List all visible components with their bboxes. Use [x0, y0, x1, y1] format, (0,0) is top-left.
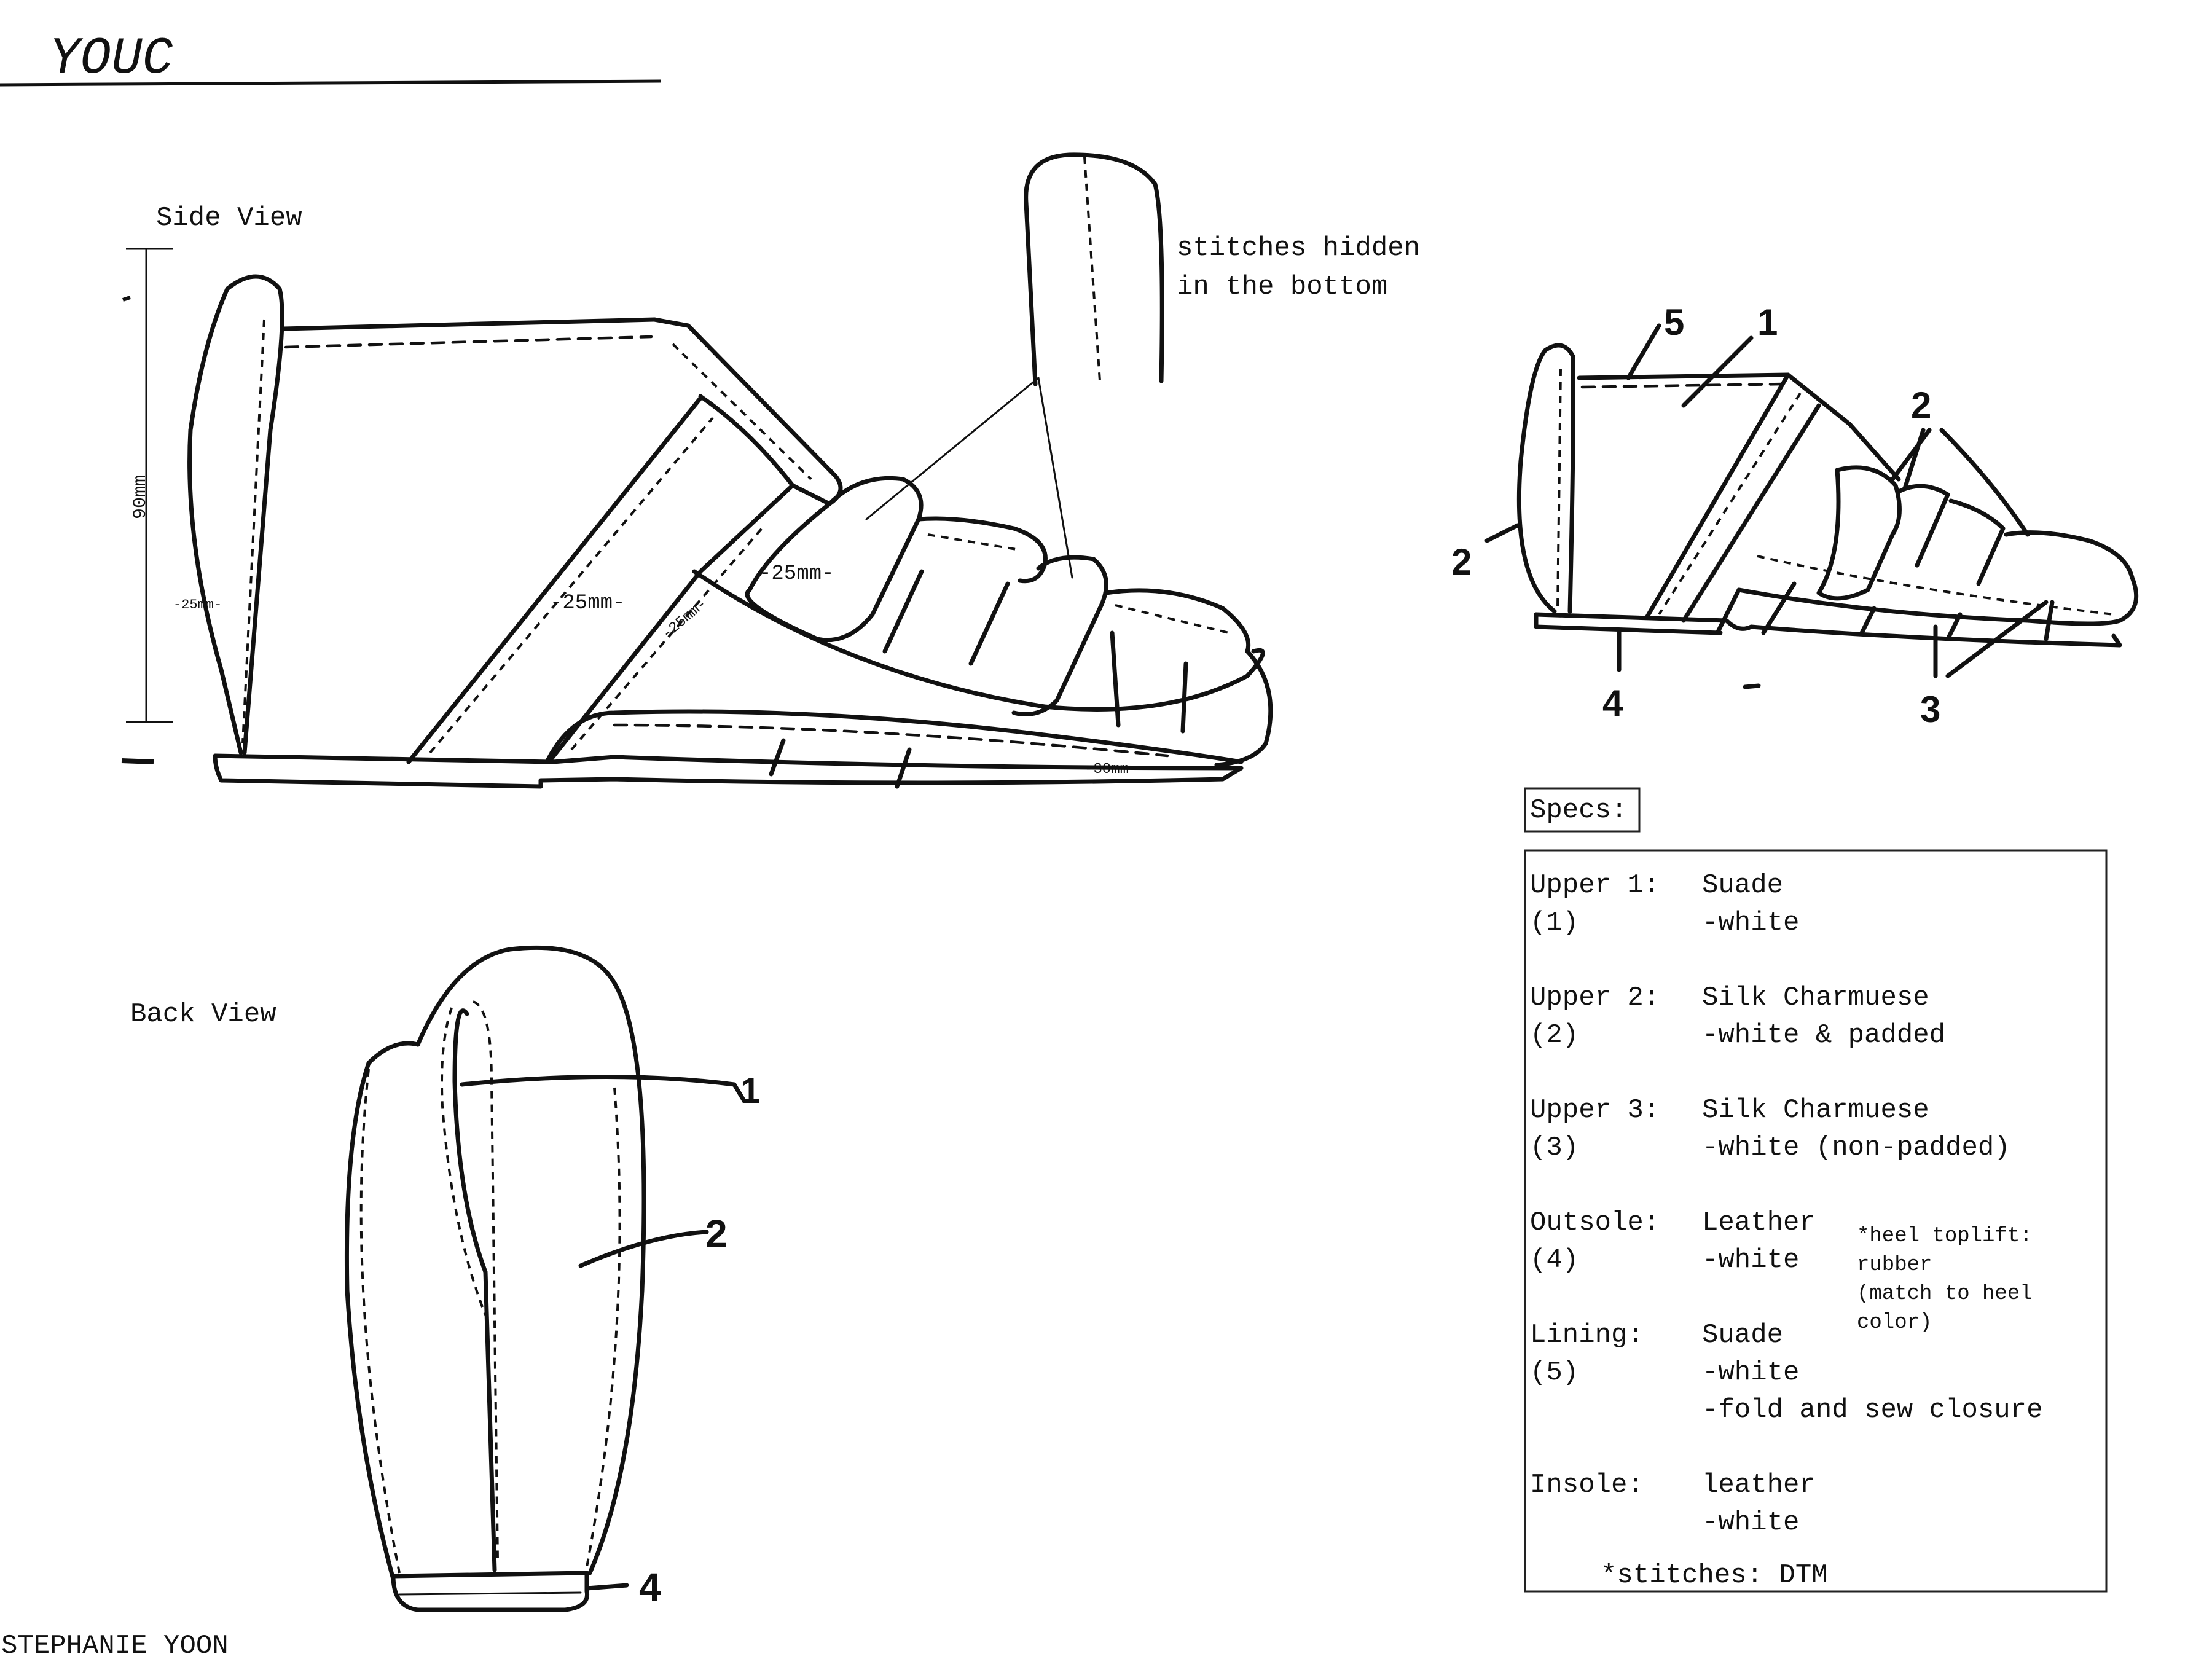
spec-detail: -white & padded — [1702, 1020, 1945, 1051]
spec-num: (4) — [1530, 1245, 1579, 1276]
spec-material: Suade — [1702, 870, 1783, 901]
side-view-drawing: 90mm -25mm- -25mm- -25mm- -25mm- — [121, 248, 1273, 789]
num-callout-1: 1 — [1757, 302, 1778, 343]
specs-list: Upper 1: Suade (1) -white Upper 2: Silk … — [1530, 870, 2043, 1591]
spec-num: (5) — [1530, 1357, 1579, 1388]
stitch-detail: stitches hidden in the bottom — [865, 152, 1420, 579]
num-callout-2a: 2 — [1911, 385, 1931, 426]
spec-material: Suade — [1702, 1320, 1783, 1351]
spec-material: leather — [1702, 1470, 1816, 1500]
spec-detail: -white — [1702, 908, 1799, 938]
heel-note-line: color) — [1857, 1311, 1932, 1335]
spec-name: Upper 3: — [1530, 1095, 1660, 1126]
heel-note-line: *heel toplift: — [1857, 1225, 2033, 1248]
spec-detail: -white — [1702, 1245, 1799, 1276]
specs-label-box — [1524, 787, 1641, 833]
spec-name: Insole: — [1530, 1470, 1644, 1500]
spec-name: Lining: — [1530, 1320, 1644, 1351]
stitch-note-line2: in the bottom — [1177, 272, 1387, 302]
dim-heel: -25mm- — [173, 597, 222, 613]
spec-num: (1) — [1530, 908, 1579, 938]
spec-name: Upper 2: — [1530, 982, 1660, 1013]
back-callout-1: 1 — [740, 1071, 760, 1111]
dim-strap-c: -25mm- — [659, 596, 711, 643]
spec-detail: -white (non-padded) — [1702, 1132, 2010, 1163]
heel-note-line: rubber — [1857, 1253, 1932, 1277]
spec-detail: -white — [1702, 1507, 1799, 1538]
side-view-title: Side View — [156, 203, 302, 233]
back-view-title: Back View — [130, 999, 276, 1030]
back-callout-2: 2 — [705, 1212, 728, 1256]
heel-note-line: (match to heel — [1857, 1282, 2033, 1306]
dim-height: 90mm — [130, 475, 151, 519]
spec-material: Silk Charmuese — [1702, 1095, 1929, 1126]
num-callout-5: 5 — [1664, 302, 1684, 343]
spec-num: (3) — [1530, 1132, 1579, 1163]
spec-material: Leather — [1702, 1207, 1816, 1238]
spec-num: (2) — [1530, 1020, 1579, 1051]
spec-detail: -white — [1702, 1357, 1799, 1388]
spec-name: Outsole: — [1530, 1207, 1660, 1238]
spec-material: Silk Charmuese — [1702, 982, 1929, 1013]
back-callout-4: 4 — [639, 1565, 661, 1609]
specs-label: Specs: — [1530, 795, 1627, 826]
specs-box — [1524, 849, 2108, 1593]
spec-extra: -fold and sew closure — [1702, 1395, 2043, 1426]
num-callout-2b: 2 — [1451, 541, 1472, 582]
designer-name: STEPHANIE YOON — [1, 1631, 229, 1659]
spec-name: Upper 1: — [1530, 870, 1660, 901]
numbered-view-drawing — [1484, 323, 2139, 689]
specs-footer: *stitches: DTM — [1601, 1560, 1828, 1591]
brand-title: YOUC — [49, 30, 173, 88]
stitch-note-line1: stitches hidden — [1177, 233, 1420, 264]
dim-strap-a: -25mm- — [550, 592, 625, 615]
num-callout-4: 4 — [1602, 683, 1623, 724]
back-view-drawing — [344, 945, 746, 1612]
header-rule — [0, 79, 661, 87]
num-callout-3: 3 — [1920, 689, 1940, 730]
dim-strap-b: -25mm- — [759, 562, 834, 586]
